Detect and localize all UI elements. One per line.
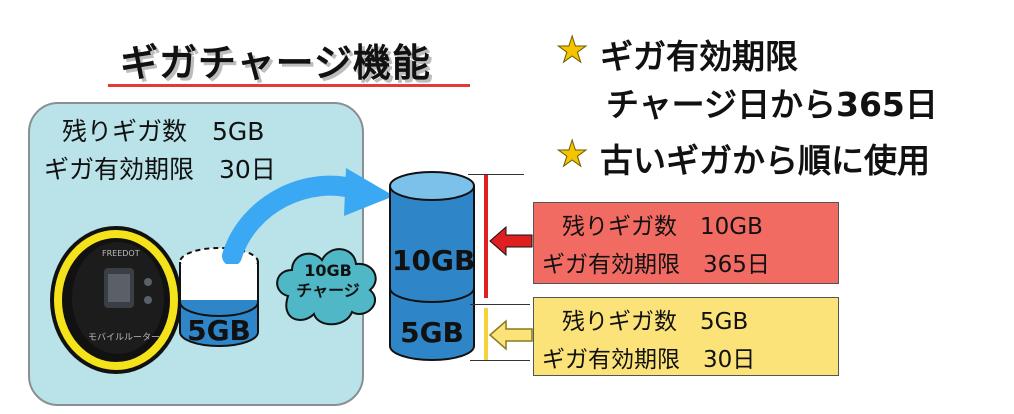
note-expiry-heading: ギガ有効期限 [600, 37, 798, 76]
cloud-label-charge: チャージ [296, 281, 360, 300]
old-giga-info-box: 残りギガ数 5GB ギガ有効期限 30日 [533, 297, 839, 376]
note-expiry-detail: チャージ日から365日 [606, 85, 938, 124]
star-icon: ★ [555, 30, 589, 72]
device-brand-text: FREEDOT [102, 249, 140, 258]
stack-top-label: 10GB [392, 244, 476, 277]
yellow-box-remaining: 残りギガ数 5GB [562, 309, 749, 335]
stacked-cylinder [389, 171, 475, 361]
panel-giga-expiry: ギガ有効期限 30日 [44, 155, 276, 184]
cloud-label-amount: 10GB [304, 261, 352, 280]
red-box-expiry: ギガ有効期限 365日 [542, 252, 770, 278]
bracket-tick-top [468, 174, 524, 175]
stack-bottom-label: 5GB [400, 316, 464, 349]
curved-arrow-icon [222, 168, 394, 264]
device-caption-text: モバイルルーター [88, 332, 160, 343]
note-usage-order: 古いギガから順に使用 [600, 141, 930, 180]
router-device-illustration: FREEDOT モバイルルーター [50, 226, 182, 374]
bracket-tick-bottom [470, 360, 530, 361]
small-cylinder-label: 5GB [187, 314, 251, 347]
title-underline [108, 84, 470, 87]
diagram-title: ギガチャージ機能 [120, 41, 431, 85]
red-box-remaining: 残りギガ数 10GB [562, 214, 763, 240]
bracket-tick-middle [470, 304, 530, 305]
red-bracket-line [484, 174, 488, 298]
yellow-arrow-icon [488, 319, 533, 351]
star-icon: ★ [555, 134, 589, 176]
yellow-bracket-line [484, 308, 488, 360]
new-charge-info-box: 残りギガ数 10GB ギガ有効期限 365日 [533, 202, 839, 284]
panel-remaining-giga: 残りギガ数 5GB [62, 117, 265, 146]
red-arrow-icon [489, 225, 533, 257]
charge-cloud [276, 248, 377, 326]
yellow-box-expiry: ギガ有効期限 30日 [542, 347, 756, 373]
